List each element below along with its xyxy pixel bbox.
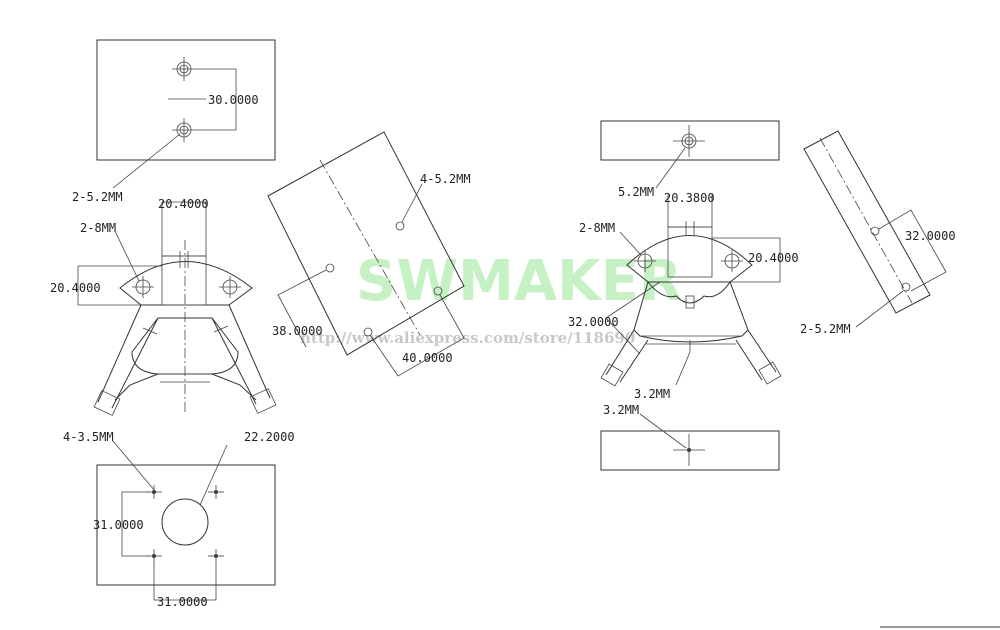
watermark-brand: SWMAKER — [356, 249, 682, 314]
dim-bracket-height: 20.4000 — [50, 281, 101, 295]
dim-motor-bore: 22.2000 — [244, 430, 295, 444]
right-rotated-plate — [803, 130, 947, 328]
label-right-rotated-holes: 2-5.2MM — [800, 322, 851, 336]
top-left-plate — [96, 39, 276, 189]
label-motor-holes: 4-3.5MM — [63, 430, 114, 444]
hole-marker-icon — [673, 125, 705, 157]
hole-marker-icon — [172, 118, 196, 142]
right-bracket — [600, 195, 782, 387]
hole-marker-icon — [146, 485, 162, 499]
dim-right-side: 32.0000 — [568, 315, 619, 329]
dim-right-bracket-height: 20.4000 — [748, 251, 799, 265]
dim-slanted-b: 40.0000 — [402, 351, 453, 365]
label-slanted-holes: 4-5.2MM — [420, 172, 471, 186]
left-bracket — [77, 201, 277, 416]
label-right-bracket-holes: 2-8MM — [579, 221, 615, 235]
hole-marker-icon — [132, 276, 154, 298]
label-right-bottom-hole: 3.2MM — [603, 403, 639, 417]
dim-top-plate-spacing: 30.0000 — [208, 93, 259, 107]
motor-plate — [96, 440, 276, 601]
dim-right-rotated: 32.0000 — [905, 229, 956, 243]
label-bracket-holes: 2-8MM — [80, 221, 116, 235]
label-right-slot: 3.2MM — [634, 387, 670, 401]
dim-motor-horizontal: 31.0000 — [157, 595, 208, 609]
right-top-plate — [600, 120, 780, 189]
right-bottom-plate — [600, 413, 780, 471]
label-right-top-hole: 5.2MM — [618, 185, 654, 199]
hole-marker-icon — [172, 57, 196, 81]
hole-marker-icon — [208, 549, 224, 563]
hole-marker-icon — [634, 250, 656, 272]
hole-marker-icon — [721, 250, 743, 272]
slanted-plate — [267, 131, 465, 377]
dim-motor-vertical: 31.0000 — [93, 518, 144, 532]
label-top-plate-holes: 2-5.2MM — [72, 190, 123, 204]
watermark-url: http://www.aliexpress.com/store/118690 — [300, 329, 635, 347]
hole-marker-icon — [219, 276, 241, 298]
dim-bracket-width: 20.4000 — [158, 197, 209, 211]
dim-right-bracket-width: 20.3800 — [664, 191, 715, 205]
dim-slanted-a: 38.0000 — [272, 324, 323, 338]
hole-marker-icon — [208, 485, 224, 499]
hole-marker-icon — [146, 549, 162, 563]
